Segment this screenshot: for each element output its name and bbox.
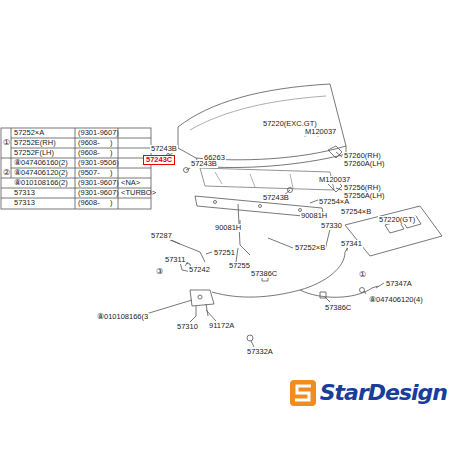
part-number: ⑧047406120(4)	[368, 296, 424, 304]
part-number: 57260(RH)	[343, 152, 382, 160]
part-number: 90081H	[300, 212, 328, 220]
part-number: 57252×B	[294, 244, 326, 252]
table-cell: 57252E(RH)	[13, 139, 57, 147]
table-cell: <NA>	[120, 179, 141, 187]
table-cell: (9608- )	[77, 199, 114, 207]
part-number: 57330	[320, 222, 343, 230]
part-number: ③	[155, 268, 164, 276]
part-number: 57242	[188, 266, 211, 274]
part-number: 90081H	[214, 224, 242, 232]
part-number: 57311	[164, 256, 186, 264]
part-number: 57386C	[250, 270, 278, 278]
part-number: 91172A	[208, 322, 235, 330]
part-number: 57332A	[246, 348, 274, 356]
part-number: ①	[358, 271, 367, 279]
table-cell: ⑧047406120(2)	[13, 169, 69, 177]
part-number: 57287	[150, 232, 173, 240]
part-number: 57347A	[385, 280, 413, 288]
table-cell: (9301-9506)	[77, 159, 120, 167]
part-number: 57386C	[324, 304, 352, 312]
part-number: 57243B	[150, 145, 178, 153]
table-cell: 57313	[13, 199, 36, 207]
table-cell: 57252F(LH)	[13, 149, 55, 157]
watermark: StarDesign	[319, 381, 448, 405]
part-number: 57243B	[190, 160, 218, 168]
part-number: 57260A(LH)	[343, 160, 385, 168]
table-cell: (9608- )	[77, 139, 114, 147]
part-number: 57220(EXC.GT)	[262, 120, 318, 128]
table-cell: ②	[2, 169, 11, 177]
table-cell: (9301-9607)	[77, 129, 120, 137]
part-number: 57254×B	[340, 208, 372, 216]
part-number: M120037	[318, 176, 351, 184]
table-cell: <TURBO>	[120, 189, 157, 197]
table-cell: (9507- )	[77, 169, 114, 177]
table-cell: (9301-9607)	[77, 179, 120, 187]
part-number: 57251	[213, 249, 236, 257]
table-cell: ①	[2, 139, 11, 147]
part-number: M120037	[304, 128, 337, 136]
highlighted-part-number: 57243C	[143, 155, 175, 165]
part-number: 57243B	[262, 194, 290, 202]
table-cell: ⑧047406160(2)	[13, 159, 69, 167]
table-cell: 57313	[13, 189, 36, 197]
part-number: 57254×A	[318, 198, 350, 206]
table-cell: (9301-9607)	[77, 189, 120, 197]
part-number: 57256(RH)	[343, 184, 382, 192]
part-number: 57310	[176, 323, 199, 331]
part-number: 57255	[228, 262, 251, 270]
part-number: 57341	[340, 240, 363, 248]
part-number: 57220(GT)	[378, 216, 416, 224]
table-cell: ⑧010108166(2)	[13, 179, 69, 187]
part-number: ⑧010108166(3	[96, 313, 149, 321]
table-cell: 57252×A	[13, 129, 45, 137]
table-cell: (9608- )	[77, 149, 114, 157]
